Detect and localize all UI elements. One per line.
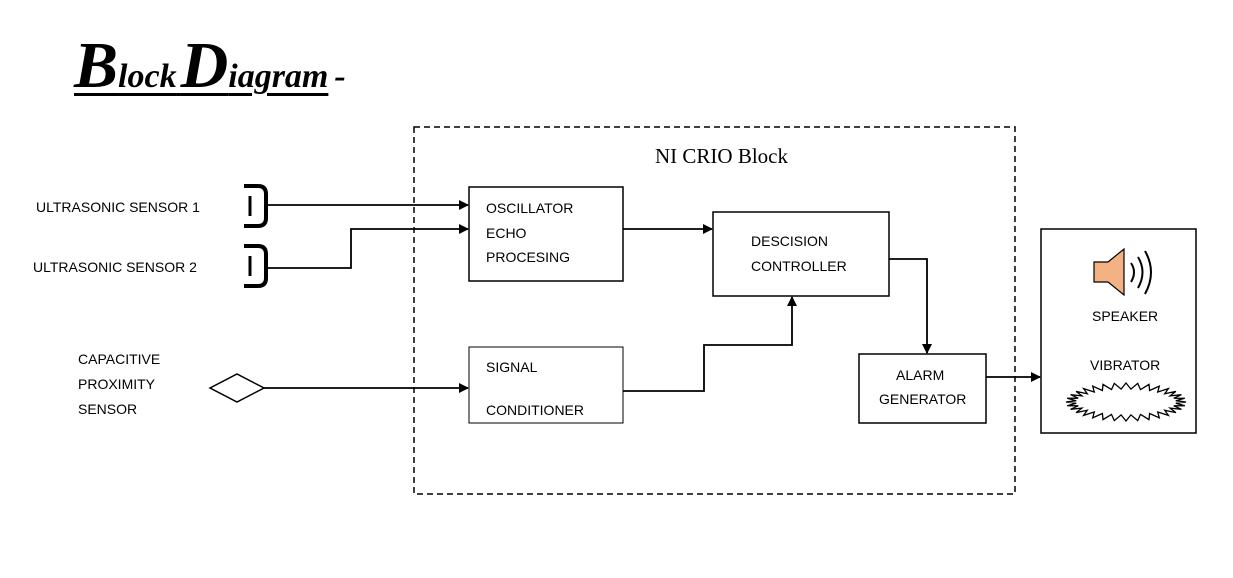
decision-label-line2: CONTROLLER (751, 258, 847, 274)
arrow-signal-to-decision (623, 296, 797, 392)
title-dash: - (334, 58, 346, 95)
speaker-icon (1093, 247, 1152, 297)
decision-label-line1: DESCISION (751, 233, 829, 249)
title-cap-b: B (74, 29, 119, 102)
ultrasonic-sensor-2-icon (244, 244, 268, 288)
page-title: Block Diagram- (74, 28, 346, 104)
alarm-label-line2: GENERATOR (879, 391, 967, 407)
decision-block (712, 211, 890, 297)
oscillator-block (468, 186, 624, 282)
oscillator-label-line1: OSCILLATOR (486, 200, 574, 216)
alarm-block (858, 353, 987, 424)
capacitive-label-line1: CAPACITIVE (78, 351, 161, 367)
title-word-block: Block Diagram (74, 29, 328, 102)
title-cap-d: D (180, 29, 229, 102)
alarm-label-line1: ALARM (896, 367, 945, 383)
title-rest-iagram: iagram (228, 58, 329, 95)
capacitive-label-line2: PROXIMITY (78, 376, 156, 392)
signal-block (468, 346, 624, 424)
oscillator-label-line2: ECHO (486, 225, 527, 241)
oscillator-label-line3: PROCESING (486, 249, 571, 265)
arrow-sensor2-to-oscillator (266, 224, 469, 269)
ultrasonic-sensor-2-label: ULTRASONIC SENSOR 2 (33, 259, 197, 275)
speaker-body (1093, 247, 1125, 297)
signal-label-line1: SIGNAL (486, 359, 538, 375)
vibrator-label: VIBRATOR (1090, 357, 1161, 373)
speaker-label: SPEAKER (1092, 308, 1159, 324)
vibrator-icon (1065, 381, 1187, 423)
capacitive-label-line3: SENSOR (78, 401, 138, 417)
signal-label-line2: CONDITIONER (486, 402, 584, 418)
ultrasonic-sensor-1-icon (244, 184, 268, 228)
nicrio-frame (413, 126, 1016, 495)
title-rest-lock: lock (118, 58, 177, 95)
nicrio-label: NI CRIO Block (655, 144, 788, 168)
proximity-sensor-icon (208, 373, 266, 403)
ultrasonic-sensor-1-label: ULTRASONIC SENSOR 1 (36, 199, 200, 215)
arrow-decision-to-alarm (889, 258, 932, 354)
